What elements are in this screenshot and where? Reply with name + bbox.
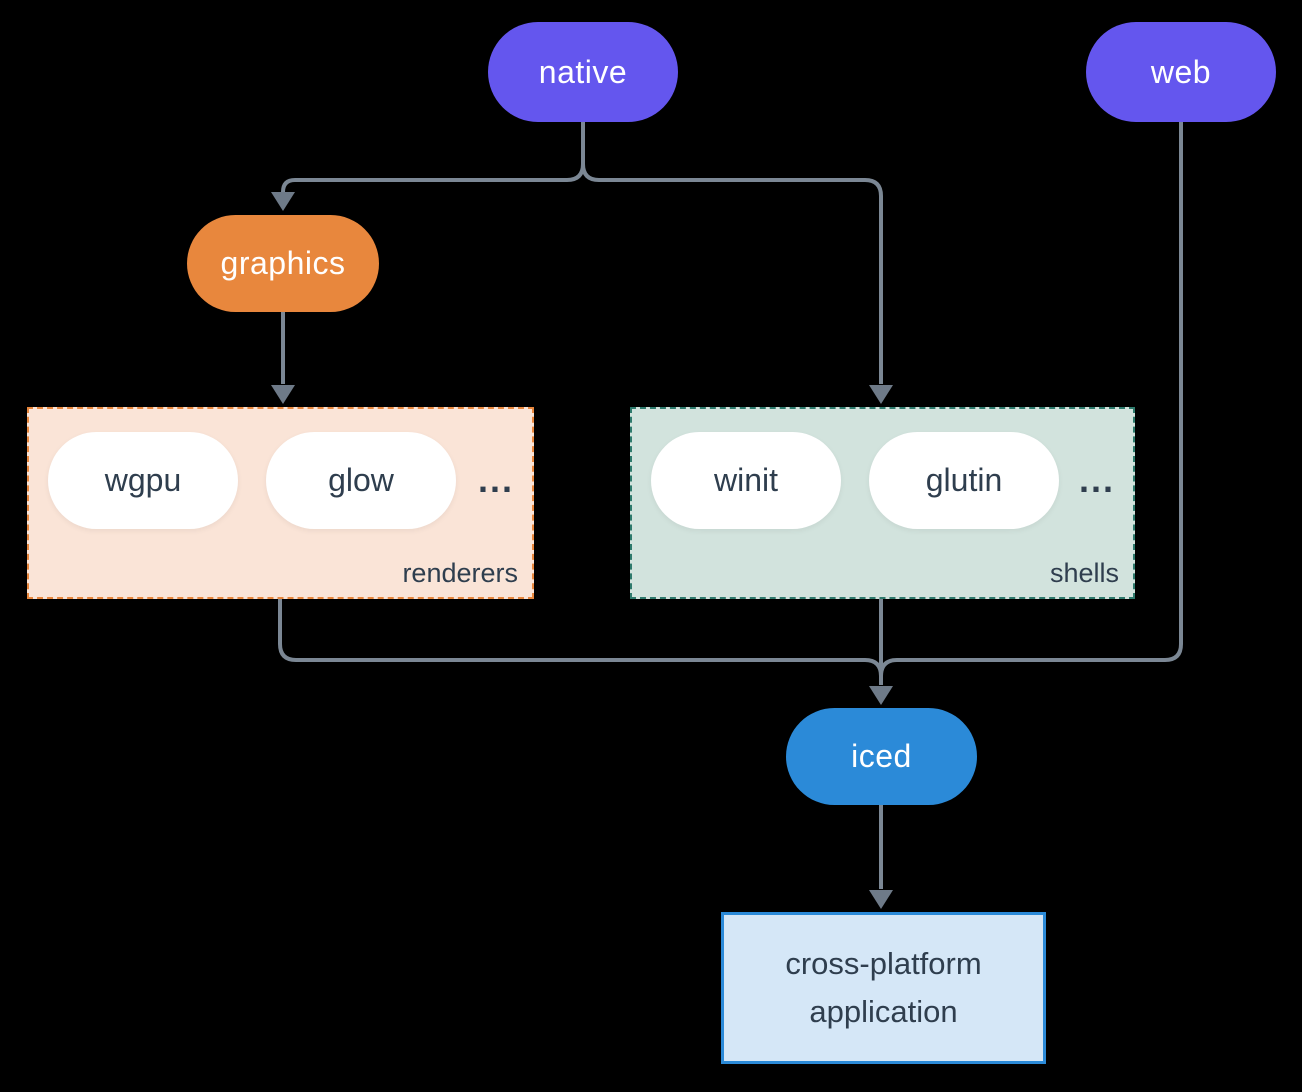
chip-glutin-label: glutin	[925, 462, 1003, 498]
arrowhead-into-graphics	[271, 192, 295, 211]
arrowhead-into-application	[869, 890, 893, 909]
group-shells: winit glutin ... shells	[630, 407, 1135, 599]
renderers-group-label: renderers	[402, 558, 518, 588]
node-native-label: native	[538, 53, 628, 90]
node-native: native	[488, 22, 678, 122]
node-iced-label: iced	[851, 738, 912, 774]
chip-glow: glow	[266, 432, 456, 529]
node-web: web	[1086, 22, 1276, 122]
chip-wgpu: wgpu	[48, 432, 238, 529]
shells-group-label: shells	[1049, 558, 1119, 588]
arrowhead-into-renderers	[271, 385, 295, 404]
arrowhead-into-shells	[869, 385, 893, 404]
chip-glow-label: glow	[328, 462, 394, 498]
application-label: cross-platform application	[785, 945, 982, 1029]
node-cross-platform-application: cross-platform application	[721, 912, 1046, 1064]
node-iced: iced	[786, 708, 977, 805]
chip-winit: winit	[651, 432, 841, 529]
edge-renderers-merge	[278, 599, 883, 677]
shells-ellipsis: ...	[1078, 459, 1115, 500]
node-graphics-label: graphics	[220, 245, 346, 281]
node-web-label: web	[1150, 53, 1212, 90]
chip-winit-label: winit	[713, 462, 778, 498]
chip-wgpu-label: wgpu	[104, 462, 182, 498]
chip-glutin: glutin	[869, 432, 1059, 529]
group-renderers: wgpu glow ... renderers	[27, 407, 534, 599]
edge-native-graphics	[281, 122, 585, 193]
node-graphics: graphics	[187, 215, 379, 312]
arrowhead-into-iced	[869, 686, 893, 705]
edge-native-shells	[581, 122, 883, 384]
renderers-ellipsis: ...	[477, 459, 514, 500]
